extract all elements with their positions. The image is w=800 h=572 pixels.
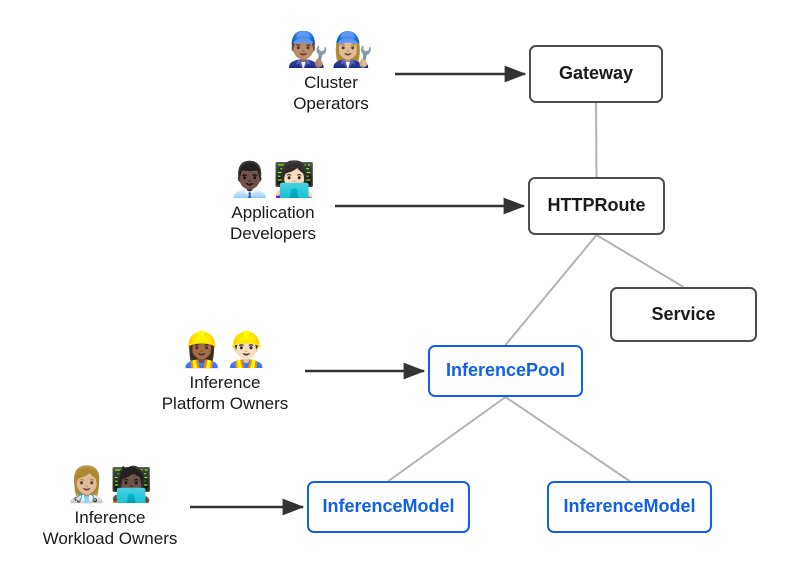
woman-construction-worker-icon-man-construction-worker-icon: 👷🏾‍♀️👷🏻‍♂️ <box>180 330 270 370</box>
persona-arrows <box>190 65 527 516</box>
node-label: InferencePool <box>445 360 566 381</box>
persona-label: Inference Workload Owners <box>42 508 178 549</box>
persona-inference-workload-owners: 👩🏼‍⚕️🧑🏿‍💻Inference Workload Owners <box>5 465 215 550</box>
node-inferencemodel2[interactable]: InferenceModel <box>547 481 712 533</box>
node-label: InferenceModel <box>563 496 696 517</box>
node-service[interactable]: Service <box>610 287 757 342</box>
relation-httproute-to-service <box>595 234 685 288</box>
relation-httproute-to-inferencepool <box>504 234 598 346</box>
persona-label: Application Developers <box>230 203 316 244</box>
node-label: HTTPRoute <box>547 195 646 216</box>
relation-inferencepool-to-inferencemodel2 <box>504 396 631 482</box>
relation-gateway-to-httproute <box>595 102 598 178</box>
man-mechanic-icon-woman-mechanic-icon: 👨🏽‍🔧👩🏼‍🔧 <box>286 30 376 70</box>
persona-application-developers: 👨🏿‍💼👩🏻‍💻Application Developers <box>168 160 378 245</box>
node-label: InferenceModel <box>322 496 455 517</box>
node-gateway[interactable]: Gateway <box>529 45 663 103</box>
woman-health-worker-icon-person-technologist-icon: 👩🏼‍⚕️🧑🏿‍💻 <box>65 465 155 505</box>
node-label: Gateway <box>558 63 634 84</box>
node-httproute[interactable]: HTTPRoute <box>528 177 665 235</box>
persona-inference-platform-owners: 👷🏾‍♀️👷🏻‍♂️Inference Platform Owners <box>120 330 330 415</box>
persona-label: Inference Platform Owners <box>161 373 289 414</box>
node-inferencepool[interactable]: InferencePool <box>428 345 583 397</box>
node-inferencemodel1[interactable]: InferenceModel <box>307 481 470 533</box>
persona-cluster-operators: 👨🏽‍🔧👩🏼‍🔧Cluster Operators <box>226 30 436 115</box>
relation-inferencepool-to-inferencemodel1 <box>387 396 507 482</box>
persona-label: Cluster Operators <box>293 73 369 114</box>
man-office-worker-icon-woman-technologist-icon: 👨🏿‍💼👩🏻‍💻 <box>228 160 318 200</box>
node-label: Service <box>651 303 716 324</box>
